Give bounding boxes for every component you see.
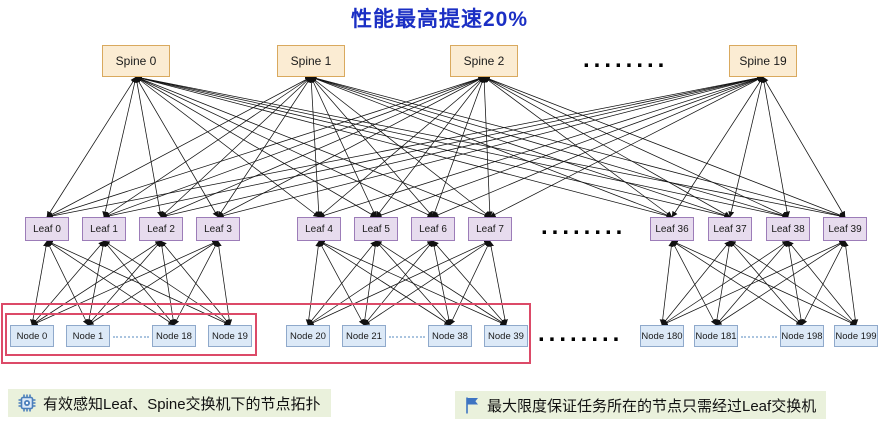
node-gap-dotted-line — [741, 336, 777, 338]
leaf-switch: Leaf 6 — [411, 217, 455, 241]
leaf-switch: Leaf 7 — [468, 217, 512, 241]
compute-node: Node 19 — [208, 325, 252, 347]
compute-node: Node 20 — [286, 325, 330, 347]
node-row-ellipsis: ........ — [538, 320, 624, 347]
leaf-switch: Leaf 38 — [766, 217, 810, 241]
leaf-switch: Leaf 4 — [297, 217, 341, 241]
compute-node: Node 0 — [10, 325, 54, 347]
node-gap-dotted-line — [113, 336, 149, 338]
leaf-switch: Leaf 39 — [823, 217, 867, 241]
leaf-switch: Leaf 3 — [196, 217, 240, 241]
page-title: 性能最高提速20% — [350, 8, 529, 31]
leaf-switch: Leaf 5 — [354, 217, 398, 241]
leaf-switch: Leaf 36 — [650, 217, 694, 241]
compute-node: Node 1 — [66, 325, 110, 347]
node-gap-dotted-line — [389, 336, 425, 338]
compute-node: Node 198 — [780, 325, 824, 347]
spine-row-ellipsis: ........ — [583, 46, 669, 73]
annotation-left: 有效感知Leaf、Spine交换机下的节点拓扑 — [8, 389, 331, 417]
spine-switch: Spine 1 — [277, 45, 345, 77]
compute-node: Node 21 — [342, 325, 386, 347]
cpu-chip-icon — [18, 394, 36, 412]
annotation-left-text: 有效感知Leaf、Spine交换机下的节点拓扑 — [43, 395, 321, 413]
spine-switch: Spine 2 — [450, 45, 518, 77]
compute-node: Node 180 — [640, 325, 684, 347]
spine-switch: Spine 19 — [729, 45, 797, 77]
spine-switch: Spine 0 — [102, 45, 170, 77]
compute-node: Node 18 — [152, 325, 196, 347]
flag-icon — [465, 397, 480, 414]
compute-node: Node 199 — [834, 325, 878, 347]
compute-node: Node 39 — [484, 325, 528, 347]
compute-node: Node 38 — [428, 325, 472, 347]
leaf-switch: Leaf 37 — [708, 217, 752, 241]
leaf-switch: Leaf 1 — [82, 217, 126, 241]
leaf-switch: Leaf 2 — [139, 217, 183, 241]
leaf-switch: Leaf 0 — [25, 217, 69, 241]
leaf-row-ellipsis: ........ — [541, 213, 627, 240]
annotation-right: 最大限度保证任务所在的节点只需经过Leaf交换机 — [455, 391, 827, 419]
annotation-right-text: 最大限度保证任务所在的节点只需经过Leaf交换机 — [487, 397, 817, 415]
compute-node: Node 181 — [694, 325, 738, 347]
